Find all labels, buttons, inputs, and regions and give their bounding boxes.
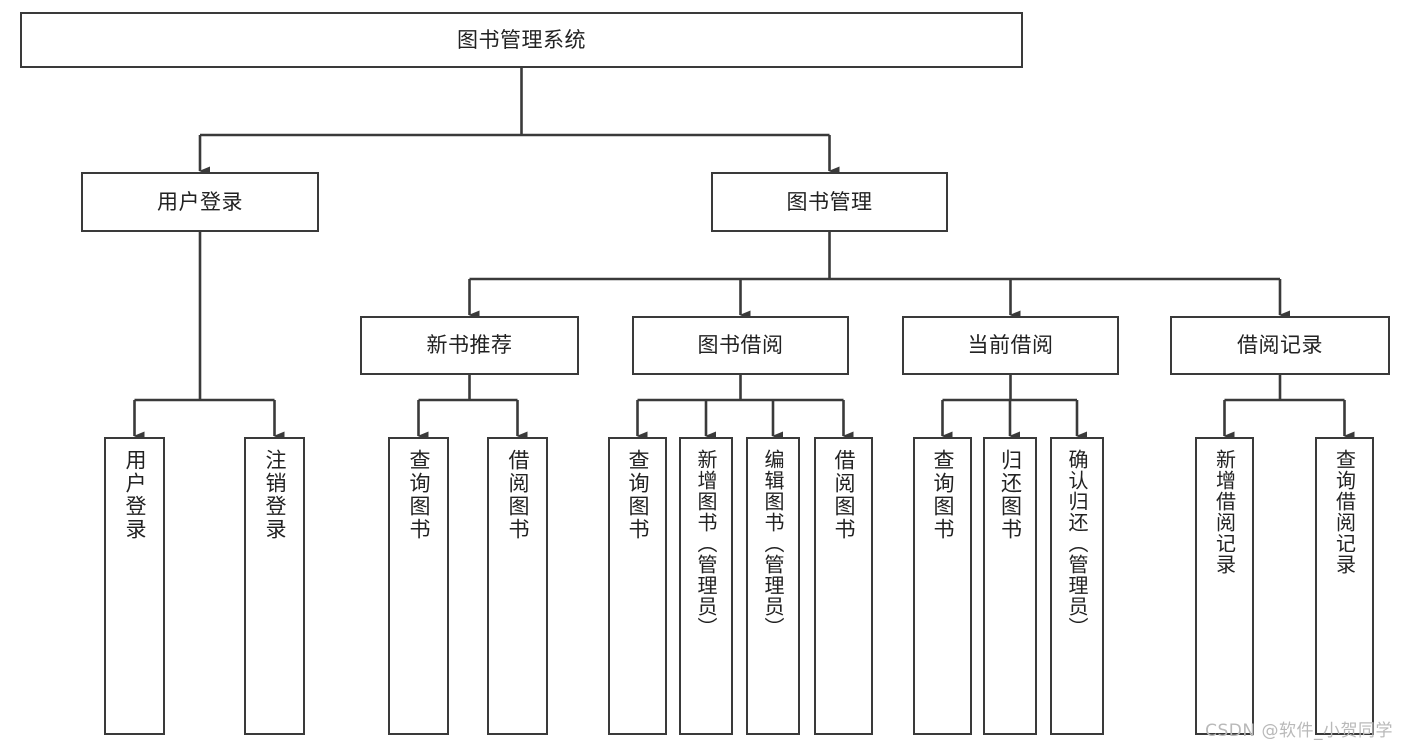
node-label-leaf-rc-query: 查询借阅记录 [1332, 449, 1357, 575]
node-leaf-bw-edit[interactable]: 编辑图书（管理员） [746, 437, 800, 735]
node-records[interactable]: 借阅记录 [1170, 316, 1390, 375]
node-leaf-rc-query[interactable]: 查询借阅记录 [1315, 437, 1374, 735]
node-label-leaf-bw-query: 查询图书 [626, 449, 650, 541]
node-label-login: 用户登录 [157, 189, 243, 214]
node-label-borrow: 图书借阅 [697, 333, 784, 358]
node-label-records: 借阅记录 [1237, 333, 1323, 358]
node-leaf-nb-borrow[interactable]: 借阅图书 [487, 437, 548, 735]
node-leaf-bw-add[interactable]: 新增图书（管理员） [679, 437, 733, 735]
node-newbook[interactable]: 新书推荐 [360, 316, 579, 375]
node-leaf-user-logout[interactable]: 注销登录 [244, 437, 305, 735]
node-leaf-cb-confirm[interactable]: 确认归还（管理员） [1050, 437, 1104, 735]
node-leaf-user-login[interactable]: 用户登录 [104, 437, 165, 735]
node-bookmgmt[interactable]: 图书管理 [711, 172, 948, 232]
node-borrow[interactable]: 图书借阅 [632, 316, 849, 375]
node-label-root: 图书管理系统 [457, 27, 586, 52]
node-label-leaf-nb-borrow: 借阅图书 [506, 449, 530, 541]
csdn-watermark: CSDN @软件_小贺同学 [1205, 721, 1393, 741]
node-label-leaf-cb-return: 归还图书 [998, 449, 1023, 541]
node-label-leaf-user-login: 用户登录 [123, 449, 147, 541]
node-leaf-rc-add[interactable]: 新增借阅记录 [1195, 437, 1254, 735]
node-root[interactable]: 图书管理系统 [20, 12, 1023, 68]
node-label-leaf-cb-confirm: 确认归还（管理员） [1065, 449, 1089, 638]
node-leaf-bw-query[interactable]: 查询图书 [608, 437, 667, 735]
node-current[interactable]: 当前借阅 [902, 316, 1119, 375]
node-label-newbook: 新书推荐 [426, 333, 513, 358]
node-leaf-cb-return[interactable]: 归还图书 [983, 437, 1037, 735]
node-label-leaf-rc-add: 新增借阅记录 [1212, 449, 1237, 575]
node-label-leaf-cb-query: 查询图书 [931, 449, 955, 541]
node-label-leaf-bw-add: 新增图书（管理员） [694, 449, 718, 638]
node-label-leaf-nb-query: 查询图书 [407, 449, 431, 541]
node-label-leaf-bw-borrow: 借阅图书 [832, 449, 856, 541]
node-label-current: 当前借阅 [967, 333, 1054, 358]
node-leaf-nb-query[interactable]: 查询图书 [388, 437, 449, 735]
node-login[interactable]: 用户登录 [81, 172, 319, 232]
node-label-leaf-bw-edit: 编辑图书（管理员） [761, 449, 785, 638]
node-label-bookmgmt: 图书管理 [786, 189, 873, 214]
node-leaf-cb-query[interactable]: 查询图书 [913, 437, 972, 735]
node-leaf-bw-borrow[interactable]: 借阅图书 [814, 437, 873, 735]
node-label-leaf-user-logout: 注销登录 [263, 449, 287, 541]
